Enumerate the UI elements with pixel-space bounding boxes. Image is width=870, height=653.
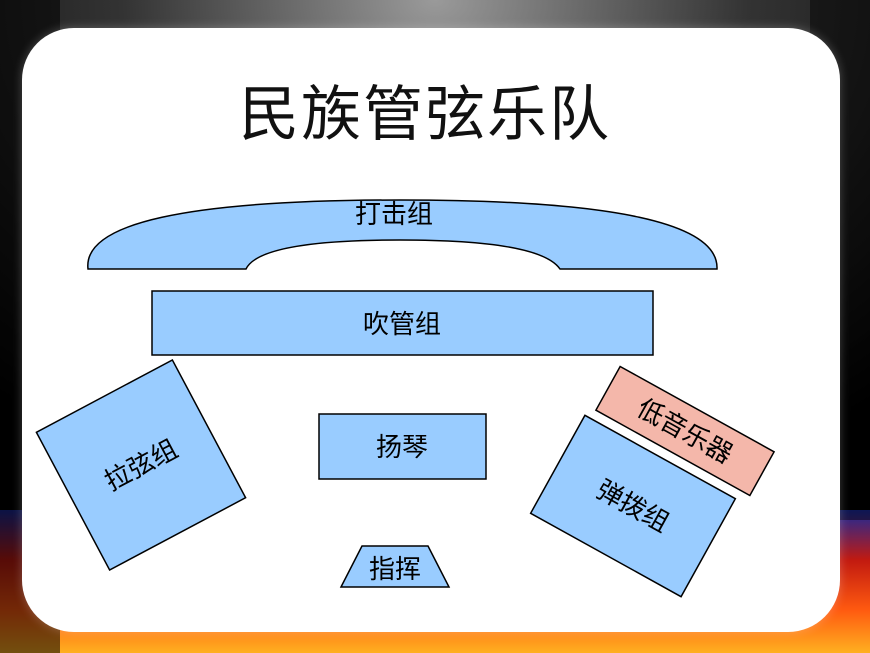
percussion-arc-shape [87,199,718,270]
plucked-strings-section: 弹拨组 [529,414,737,598]
conductor-section: 指挥 [339,545,451,588]
bass-instruments-box [594,365,776,497]
conductor-trapezoid [339,545,451,588]
winds-section: 吹管组 [151,290,654,356]
bowed-strings-section: 拉弦组 [35,358,247,572]
yangqin-section: 扬琴 [318,413,487,480]
slide-title: 民族管弦乐队 [239,80,611,150]
bass-instruments-section: 低音乐器 [594,365,776,497]
conductor-label: 指挥 [369,555,421,585]
yangqin-label: 扬琴 [376,433,428,463]
percussion-section: 打击组 [87,199,718,270]
percussion-label: 打击组 [355,200,433,230]
bowed-strings-box [35,358,247,572]
winds-label: 吹管组 [363,310,441,340]
plucked-strings-box [529,414,737,598]
winds-box [151,290,654,356]
yangqin-box [318,413,487,480]
